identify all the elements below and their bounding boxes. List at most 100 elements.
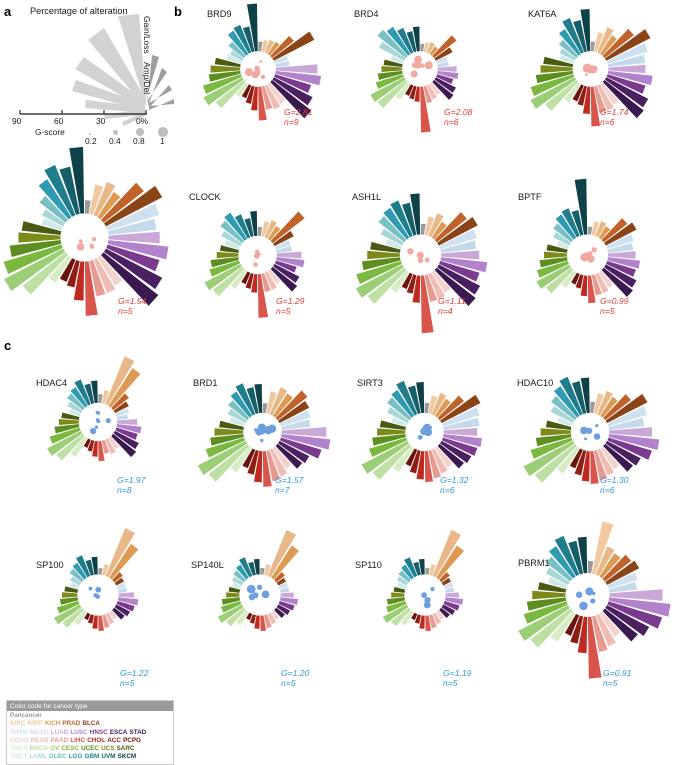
- bar-chol: [254, 614, 260, 629]
- stat-n-ash1l: n=4: [438, 306, 453, 317]
- radial-svg-sirt3: [361, 380, 483, 483]
- gscore-dot: [580, 426, 588, 435]
- stat-bptf: G=0.99 n=5: [600, 296, 628, 317]
- bar-cesc: [530, 74, 575, 96]
- bar-blca: [603, 222, 637, 246]
- bar-esca: [113, 430, 139, 450]
- gene-label-sp140l: SP140L: [191, 560, 224, 570]
- bar-sarc: [219, 245, 240, 253]
- bar-uvm: [85, 559, 94, 577]
- legend-item-kirp: KIRP: [27, 720, 43, 728]
- bar-brca: [545, 79, 579, 111]
- bar-thca: [390, 270, 410, 293]
- chart-hub: [60, 213, 109, 262]
- bar-paad: [593, 449, 608, 481]
- bar-kich: [598, 226, 611, 240]
- bar-esca: [604, 604, 650, 637]
- gscore-dots: [253, 249, 261, 267]
- gscore-dot: [430, 586, 435, 592]
- bar-thym: [607, 406, 648, 427]
- stat-n-sp110: n=5: [443, 678, 458, 689]
- bar-kirp: [597, 27, 614, 54]
- bar-tgct: [559, 54, 575, 64]
- bar-ov: [355, 264, 405, 298]
- bar-acc: [409, 85, 417, 100]
- stat-brd4: G=2.08 n=6: [444, 107, 472, 128]
- bar-luad: [440, 250, 480, 260]
- radial-svg-unlabeled: [3, 146, 169, 316]
- bar-thym: [273, 55, 289, 64]
- panel-a-dot-label-0.4: 0.4: [109, 136, 121, 146]
- gscore-dots: [582, 63, 598, 76]
- bar-sarc: [393, 586, 406, 593]
- bar-laml: [229, 50, 244, 61]
- bar-uvm: [59, 166, 80, 216]
- gene-label-hdac10: HDAC10: [517, 378, 554, 388]
- bar-lihc: [590, 86, 601, 127]
- gscore-dot: [258, 252, 261, 256]
- bar-paad: [266, 449, 280, 482]
- bar-ov: [203, 77, 244, 106]
- bar-kirc: [591, 221, 600, 237]
- bar-blca: [103, 185, 163, 227]
- legend-item-skcm: SKCM: [117, 753, 137, 761]
- bar-acc: [245, 85, 255, 104]
- bar-paad: [101, 439, 110, 454]
- bar-kirc: [261, 221, 270, 238]
- bar-lgg: [555, 214, 577, 240]
- bar-ucec: [210, 257, 240, 268]
- bar-ucs: [62, 592, 78, 598]
- stat-kat6a: G=1.74 n=6: [600, 107, 628, 128]
- gscore-dot: [585, 73, 588, 76]
- bar-lusc: [275, 257, 305, 268]
- bar-gbm: [390, 200, 413, 238]
- gscore-dots: [245, 60, 266, 80]
- bar-chol: [73, 260, 85, 301]
- gscore-dot: [584, 437, 588, 441]
- bar-ucec: [535, 70, 574, 84]
- legend-header: Color code for cancer type: [7, 701, 173, 711]
- gscore-dot: [105, 418, 111, 424]
- bar-ov: [536, 264, 572, 289]
- bar-ucs: [216, 251, 239, 259]
- bar-luad: [108, 231, 160, 244]
- gscore-dot: [416, 251, 424, 259]
- stat-ash1l: G=1.11 n=4: [438, 296, 466, 317]
- bar-thym: [441, 407, 480, 427]
- bar-coad: [435, 610, 445, 620]
- legend-item-coad: COAD: [10, 736, 29, 744]
- bar-sarc: [538, 582, 567, 593]
- bar-lgg: [70, 387, 88, 408]
- stat-g-hdac10: G=1.30: [600, 475, 629, 485]
- bar-lihc: [587, 274, 596, 304]
- bar-hnsc: [273, 74, 312, 93]
- bar-lihc: [262, 450, 272, 487]
- bar-pcpg: [83, 438, 91, 448]
- legend-item-paad: PAAD: [50, 736, 69, 744]
- bar-paad: [102, 613, 110, 629]
- bar-cesc: [221, 600, 242, 613]
- gene-label-sp110: SP110: [355, 560, 382, 570]
- bar-meso: [444, 587, 455, 593]
- bar-tgct: [69, 408, 81, 417]
- bar-lusc: [274, 70, 322, 86]
- bar-uvm: [84, 383, 95, 405]
- bar-lgg: [72, 562, 88, 580]
- bar-luad: [275, 64, 318, 74]
- bar-cesc: [356, 260, 403, 285]
- stat-n-pbrm1: n=5: [603, 678, 618, 689]
- stat-g-sp100: G=1.22: [120, 668, 149, 678]
- bar-dlbc: [558, 39, 579, 59]
- bar-prad: [275, 390, 308, 421]
- bar-hnsc: [435, 74, 454, 85]
- bar-sarc: [219, 420, 245, 430]
- gscore-dot: [95, 410, 99, 414]
- bar-esca: [603, 264, 637, 288]
- bar-thca: [48, 255, 72, 284]
- gscore-dot: [260, 438, 264, 443]
- bar-thym: [606, 572, 638, 589]
- gscore-dots: [580, 423, 601, 441]
- gscore-dot: [254, 65, 260, 72]
- bar-tgct: [385, 239, 403, 250]
